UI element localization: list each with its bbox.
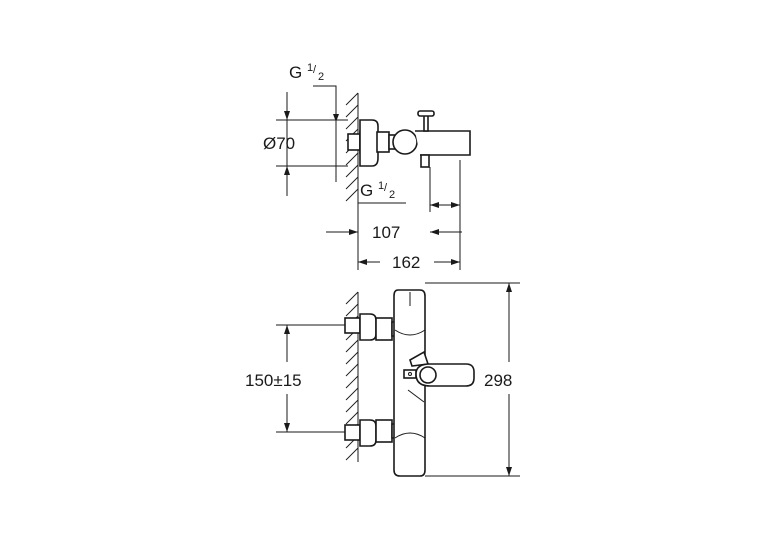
top-spout — [415, 130, 471, 156]
top-rosette — [359, 119, 379, 167]
dim-height-text: 298 — [484, 371, 512, 390]
dim-centers-text: 150±15 — [245, 371, 302, 390]
dim-spout-text: 107 — [372, 223, 400, 242]
outlet-thread-slash: / — [384, 182, 388, 194]
diverter-knob — [417, 110, 435, 117]
top-body-circle — [392, 129, 418, 155]
front-spout-outlet — [403, 369, 417, 379]
front-body-band-lower — [394, 432, 426, 439]
front-view: 150±15 298 — [245, 282, 520, 477]
diameter-label: Ø70 — [263, 134, 295, 153]
inlet-thread-label: G — [289, 63, 302, 82]
dim162-arrow-right — [451, 259, 460, 265]
dim-depth-text: 162 — [392, 253, 420, 272]
outlet-thread-label: G — [360, 181, 373, 200]
front-upper-rosette — [359, 313, 377, 341]
dim298-arrow-top — [506, 283, 512, 292]
front-lower-rosette — [359, 419, 377, 447]
top-inlet-nut — [376, 131, 390, 153]
outlet-thread-denominator: 2 — [389, 189, 395, 201]
inlet-leader-arrow — [333, 114, 339, 122]
outlet-arrow-left — [430, 202, 439, 208]
top-view: G 1 / 2 Ø70 G 1 / 2 — [263, 62, 471, 272]
dim298-arrow-bottom — [506, 467, 512, 476]
front-upper-connector — [344, 317, 361, 334]
front-lower-bevel — [407, 389, 425, 403]
dim150-arrow-top — [284, 325, 290, 334]
inlet-thread-leader — [313, 85, 337, 182]
dim150-arrow-bottom — [284, 423, 290, 432]
outlet-hole — [408, 372, 412, 376]
outlet-arrow-right — [451, 202, 460, 208]
inlet-thread-denominator: 2 — [318, 71, 324, 83]
inlet-thread-slash: / — [313, 64, 317, 76]
front-lower-connector — [344, 424, 361, 441]
front-lever-hub — [419, 366, 437, 384]
diameter-arrow-top — [284, 111, 290, 120]
dim107-arrow-right — [430, 229, 439, 235]
inlet-thread-numerator: 1 — [307, 62, 313, 74]
front-body — [393, 289, 426, 477]
front-upper-nut — [375, 317, 393, 341]
dim107-arrow-left — [349, 229, 358, 235]
front-lower-nut — [375, 419, 393, 443]
top-wall-connector — [347, 133, 361, 151]
top-outlet — [420, 154, 430, 168]
front-body-band-upper — [394, 329, 426, 336]
outlet-thread-numerator: 1 — [378, 180, 384, 192]
diameter-arrow-bottom — [284, 166, 290, 175]
dim162-arrow-left — [358, 259, 367, 265]
